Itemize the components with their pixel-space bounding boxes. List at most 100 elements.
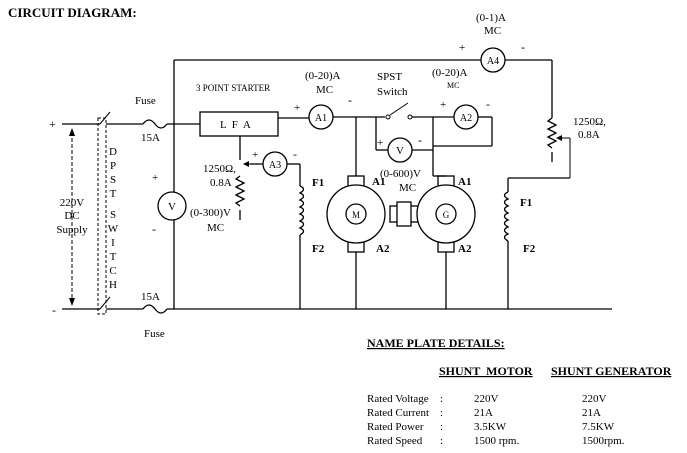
dpst-letter: P — [110, 160, 116, 172]
fuse-bottom-rating: 15A — [141, 291, 160, 303]
nameplate-col-generator: SHUNT GENERATOR — [551, 364, 672, 378]
motor-symbol: M — [352, 210, 360, 220]
row-generator-value: 21A — [582, 407, 601, 419]
ammeter-a4: A4 (0-1)A MC + - — [459, 12, 525, 73]
row-sep: : — [440, 393, 443, 405]
three-point-starter: 3 POINT STARTER L F A — [196, 83, 279, 137]
row-label: Rated Speed — [367, 435, 423, 447]
fuse-bottom-label: Fuse — [144, 328, 165, 340]
ammeter-a2-type: MC — [447, 81, 459, 90]
nameplate-row: Rated Voltage : 220V 220V — [367, 393, 607, 405]
motor-a2-label: A2 — [376, 243, 390, 255]
ammeter-a3: A3 + - — [252, 147, 297, 177]
dpst-letter: S — [110, 174, 116, 186]
row-motor-value: 21A — [474, 407, 493, 419]
supply-plus-sign: + — [49, 117, 56, 131]
dpst-letter: S — [110, 209, 116, 221]
generator-f2-label: F2 — [523, 243, 536, 255]
supply-type: DC — [64, 210, 79, 222]
voltmeter-gen-symbol: V — [396, 145, 404, 157]
spst-switch: SPST Switch — [377, 71, 413, 120]
dpst-letter: W — [108, 223, 119, 235]
ammeter-a1: A1 (0-20)A MC + - — [294, 70, 352, 130]
ammeter-a4-plus: + — [459, 42, 465, 54]
row-sep: : — [440, 407, 443, 419]
ammeter-a2-range: (0-20)A — [432, 67, 467, 79]
motor-field-winding: F1 F2 — [298, 177, 325, 309]
starter-label: 3 POINT STARTER — [196, 83, 270, 93]
voltmeter-generator: V + - (0-600)V MC — [377, 133, 422, 194]
supply-minus-sign: - — [52, 303, 56, 317]
voltmeter-supply-plus: + — [152, 172, 158, 184]
dpst-switch: D P S T S W I T C H — [97, 111, 119, 315]
row-generator-value: 220V — [582, 393, 607, 405]
field-rheostat-motor: 1250Ω, 0.8A — [203, 161, 250, 220]
nameplate-details: NAME PLATE DETAILS: SHUNT MOTOR SHUNT GE… — [367, 336, 672, 447]
voltmeter-supply: V + - (0-300)V MC — [152, 172, 231, 236]
generator-symbol: G — [443, 210, 450, 220]
voltmeter-gen-plus: + — [377, 137, 383, 149]
row-generator-value: 7.5KW — [582, 421, 615, 433]
generator-field-winding: F1 F2 — [503, 191, 536, 309]
row-sep: : — [440, 421, 443, 433]
voltmeter-gen-type: MC — [399, 182, 416, 194]
motor: M A1 A2 — [326, 175, 390, 255]
ammeter-a2-minus: - — [486, 97, 490, 111]
ammeter-a3-plus: + — [252, 149, 258, 161]
fuse-bottom: 15A Fuse — [106, 291, 612, 340]
spst-label-2: Switch — [377, 86, 408, 98]
generator: G A1 A2 — [416, 175, 476, 255]
field-rheostat-generator: 1250Ω, 0.8A — [546, 116, 606, 178]
voltmeter-supply-type: MC — [207, 222, 224, 234]
dpst-letter: H — [109, 279, 117, 291]
ammeter-a1-minus: - — [348, 93, 352, 107]
ammeter-a1-symbol: A1 — [315, 113, 327, 124]
fuse-top-rating: 15A — [141, 132, 160, 144]
voltmeter-supply-range: (0-300)V — [190, 207, 231, 219]
fuse-top: Fuse 15A — [106, 95, 200, 144]
ammeter-a4-symbol: A4 — [487, 56, 499, 67]
row-label: Rated Power — [367, 421, 424, 433]
motor-f2-label: F2 — [312, 243, 325, 255]
ammeter-a1-type: MC — [316, 84, 333, 96]
diagram-title: CIRCUIT DIAGRAM: — [8, 5, 137, 20]
voltmeter-supply-minus: - — [152, 222, 156, 236]
supply-voltage: 220V — [60, 197, 85, 209]
starter-terminals: L F A — [220, 119, 251, 131]
ammeter-a1-plus: + — [294, 102, 300, 114]
nameplate-row: Rated Power : 3.5KW 7.5KW — [367, 421, 615, 433]
spst-label-1: SPST — [377, 71, 402, 83]
row-motor-value: 1500 rpm. — [474, 435, 519, 447]
nameplate-row: Rated Current : 21A 21A — [367, 407, 601, 419]
nameplate-row: Rated Speed : 1500 rpm. 1500rpm. — [367, 435, 625, 447]
ammeter-a3-minus: - — [293, 147, 297, 161]
dc-supply: + - 220V DC Supply — [49, 117, 100, 317]
row-sep: : — [440, 435, 443, 447]
dpst-letter: T — [110, 188, 117, 200]
ammeter-a3-symbol: A3 — [269, 160, 281, 171]
rheostat-gen-rating-2: 0.8A — [578, 129, 600, 141]
generator-a2-label: A2 — [458, 243, 472, 255]
ammeter-a2: A2 (0-20)A MC + - — [432, 67, 490, 130]
dpst-letter: T — [110, 251, 117, 263]
motor-f1-label: F1 — [312, 177, 324, 189]
motor-a1-label: A1 — [372, 176, 385, 188]
rheostat-motor-rating-1: 1250Ω, — [203, 163, 236, 175]
rheostat-motor-rating-2: 0.8A — [210, 177, 232, 189]
ammeter-a2-plus: + — [440, 99, 446, 111]
voltmeter-gen-minus: - — [418, 133, 422, 147]
dpst-letter: I — [111, 237, 115, 249]
nameplate-heading: NAME PLATE DETAILS: — [367, 336, 505, 350]
generator-a1-label: A1 — [458, 176, 471, 188]
dpst-letter: D — [109, 146, 117, 158]
row-generator-value: 1500rpm. — [582, 435, 625, 447]
ammeter-a4-type: MC — [484, 25, 501, 37]
row-motor-value: 3.5KW — [474, 421, 507, 433]
row-motor-value: 220V — [474, 393, 499, 405]
fuse-top-label: Fuse — [135, 95, 156, 107]
shaft-coupling — [389, 201, 419, 227]
ammeter-a2-symbol: A2 — [460, 113, 472, 124]
dpst-letter: C — [109, 265, 116, 277]
nameplate-col-motor: SHUNT MOTOR — [439, 364, 533, 378]
